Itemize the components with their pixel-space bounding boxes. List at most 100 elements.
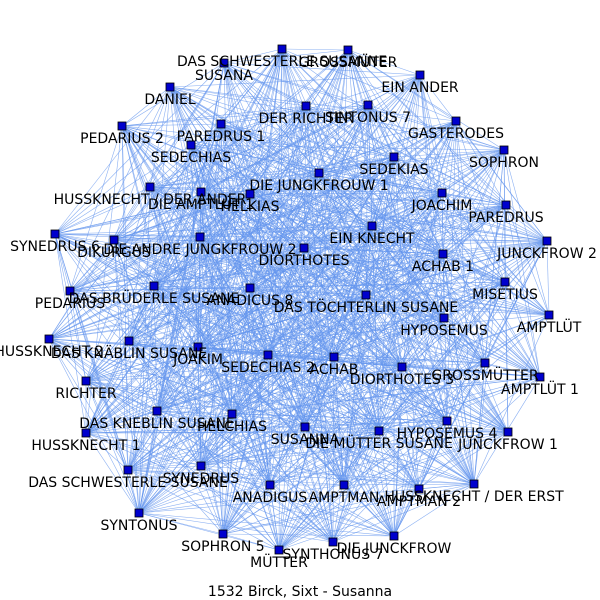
graph-edge (156, 410, 509, 433)
graph-edge (69, 104, 369, 292)
graph-edge (128, 340, 448, 422)
graph-edge (222, 294, 367, 535)
graph-edge (304, 426, 380, 432)
graph-node (65, 286, 75, 296)
graph-edge (200, 465, 475, 485)
node-label: SINTONUS 7 (325, 110, 411, 126)
node-label: PAREDRUS 1 (177, 129, 266, 145)
graph-edge (85, 240, 548, 434)
graph-edge (156, 247, 305, 412)
graph-edge (378, 430, 395, 537)
graph-edge (231, 413, 448, 422)
graph-edge (121, 86, 171, 127)
graph-edge (54, 233, 87, 434)
graph-node (109, 235, 119, 245)
graph-edge (343, 281, 506, 486)
graph-edge (347, 49, 506, 283)
graph-edge (269, 430, 380, 486)
graph-edge (85, 380, 345, 486)
graph-node (265, 480, 275, 490)
graph-edge (85, 366, 403, 382)
node-label: DIORTHOTES 3 (350, 372, 454, 388)
graph-edge (249, 287, 486, 364)
graph-edge (199, 236, 271, 486)
graph-edge (318, 172, 486, 364)
node-label: ACHAB 1 (412, 259, 474, 275)
graph-edge (69, 290, 87, 382)
graph-edge (69, 290, 335, 358)
node-label: GROSSMÜTTER (431, 366, 538, 384)
graph-edge (371, 225, 445, 319)
graph-edge (149, 149, 505, 188)
node-label: DER RICHTER (258, 111, 353, 127)
graph-edge (149, 86, 171, 188)
graph-edge (113, 225, 373, 241)
node-label: SEDECHIAS (151, 150, 231, 166)
graph-edge (443, 317, 509, 433)
graph-edge (69, 290, 420, 490)
graph-edge (54, 233, 87, 382)
graph-edge (85, 225, 373, 434)
node-label: HUSSKNECHT 2 (0, 344, 104, 360)
graph-edge (441, 192, 548, 242)
graph-edge (365, 294, 541, 378)
graph-edge (149, 186, 305, 249)
graph-edge (249, 193, 475, 485)
graph-edge (504, 240, 548, 283)
graph-edge (249, 204, 507, 289)
graph-edge (418, 376, 541, 490)
graph-edge (199, 236, 224, 535)
graph-edge (85, 432, 334, 543)
graph-node (415, 70, 425, 80)
graph-edge (222, 488, 420, 535)
graph-edge (305, 105, 509, 433)
graph-edge (153, 285, 403, 368)
graph-edge (138, 512, 334, 543)
graph-edge (303, 247, 550, 316)
graph-edge (473, 204, 507, 485)
graph-node (329, 352, 339, 362)
graph-edge (333, 356, 403, 368)
graph-edge (197, 120, 457, 348)
graph-edge (85, 420, 448, 434)
graph-edge (197, 105, 307, 348)
graph-edge (393, 281, 506, 537)
graph-edge (54, 233, 71, 292)
graph-edge (318, 172, 507, 206)
node-label: MISETIUS (472, 287, 538, 303)
graph-edge (231, 366, 403, 415)
node-label: HELKIAS (221, 199, 280, 215)
graph-edge (156, 281, 506, 412)
node-label: RICHTER (55, 386, 117, 402)
graph-edge (156, 410, 475, 485)
graph-edge (128, 317, 445, 342)
graph-edge (343, 366, 403, 486)
graph-edge (69, 193, 251, 292)
graph-edge (138, 354, 269, 514)
graph-edge (54, 186, 151, 235)
node-label: PEDARIUS 2 (80, 131, 164, 147)
graph-edge (128, 287, 251, 342)
graph-node (437, 188, 447, 198)
node-label: SUSANNA (271, 432, 340, 448)
graph-edge (85, 432, 129, 471)
node-label: DIORTHOTES (258, 253, 349, 269)
graph-edge (269, 314, 550, 486)
node-label: MÜTTER (250, 553, 308, 571)
graph-node (367, 221, 377, 231)
graph-edge (48, 338, 202, 467)
graph-edge (473, 362, 486, 485)
graph-node (469, 479, 479, 489)
graph-edge (54, 233, 271, 486)
graph-edge (69, 290, 306, 428)
graph-edge (138, 48, 283, 514)
graph-edge (393, 317, 445, 537)
graph-edge (113, 239, 155, 287)
node-label: GROSSMÜTER (299, 53, 398, 71)
graph-edge (127, 426, 306, 471)
graph-edge (249, 192, 443, 195)
graph-edge (343, 156, 395, 486)
graph-edge (85, 356, 335, 382)
graph-edge (222, 431, 509, 535)
graph-node (442, 416, 452, 426)
